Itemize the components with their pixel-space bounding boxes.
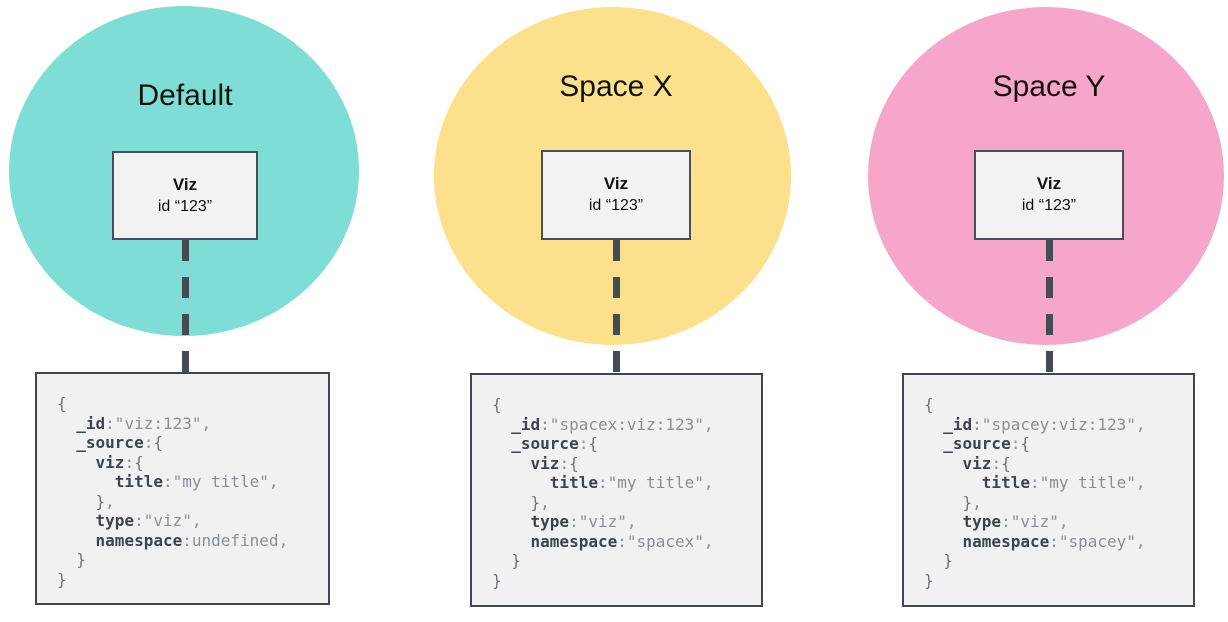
code-line: { xyxy=(57,394,67,413)
viz-box-title: Viz xyxy=(603,174,629,193)
code-line: viz:{ xyxy=(962,453,1011,473)
viz-box-id: id “123” xyxy=(1021,197,1077,214)
code-line: }, xyxy=(962,492,982,512)
saved-object-document-box: { _id:"spacex:viz:123", _source:{ viz:{ … xyxy=(470,373,763,607)
code-line: _id:"spacex:viz:123", xyxy=(511,414,714,434)
code-line: title:"my title", xyxy=(981,473,1146,492)
code-line: }, xyxy=(530,492,550,512)
viz-box-title: Viz xyxy=(172,174,198,194)
code-line: } xyxy=(492,570,502,590)
viz-object-box: Viz id “123” xyxy=(541,150,691,240)
code-line: } xyxy=(511,551,521,570)
viz-box-id: id “123” xyxy=(157,197,213,215)
code-line: title:"my title", xyxy=(549,473,714,492)
viz-object-box: Viz id “123” xyxy=(112,151,258,240)
code-line: title:"my title", xyxy=(114,472,279,491)
code-line: type:"viz", xyxy=(530,512,637,531)
dashed-connector xyxy=(181,240,189,372)
code-line: namespace:undefined, xyxy=(95,530,289,550)
code-line: } xyxy=(57,569,67,589)
viz-box-title: Viz xyxy=(1036,174,1062,193)
code-line: _source:{ xyxy=(511,434,598,453)
code-line: viz:{ xyxy=(530,453,579,473)
code-line: { xyxy=(924,395,934,414)
code-line: _source:{ xyxy=(76,433,163,452)
code-line: _id:"viz:123", xyxy=(76,413,212,433)
code-line: _id:"spacey:viz:123", xyxy=(943,414,1146,434)
code-line: namespace:"spacex", xyxy=(530,531,714,551)
code-line: _source:{ xyxy=(943,434,1030,453)
code-line: type:"viz", xyxy=(95,511,202,530)
dashed-connector xyxy=(1045,240,1053,373)
code-line: type:"viz", xyxy=(962,512,1069,531)
code-line: } xyxy=(924,570,934,590)
space-title: Default xyxy=(137,79,233,112)
code-line: } xyxy=(943,551,953,570)
code-line: namespace:"spacey", xyxy=(962,531,1146,551)
space-title: Space X xyxy=(559,70,673,103)
viz-object-box: Viz id “123” xyxy=(974,150,1124,240)
saved-object-document-box: { _id:"viz:123", _source:{ viz:{ title:"… xyxy=(35,372,330,605)
dashed-connector xyxy=(612,240,620,373)
code-line: }, xyxy=(95,491,115,511)
saved-object-document-box: { _id:"spacey:viz:123", _source:{ viz:{ … xyxy=(902,373,1195,607)
viz-box-id: id “123” xyxy=(588,197,644,214)
code-line: } xyxy=(76,550,86,569)
code-line: { xyxy=(492,395,502,414)
code-line: viz:{ xyxy=(95,452,144,472)
space-title: Space Y xyxy=(992,70,1106,103)
